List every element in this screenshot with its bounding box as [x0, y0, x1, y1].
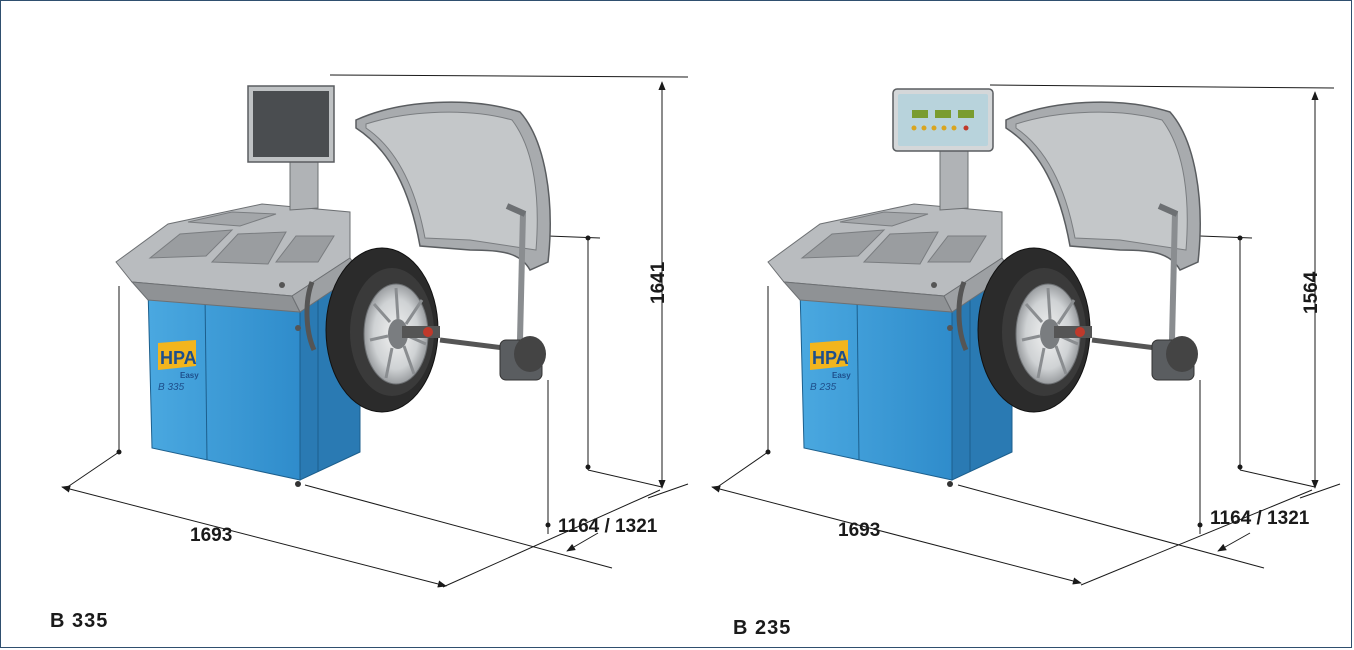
wheel [325, 247, 440, 413]
brand-sub: Easy [832, 371, 851, 380]
width-dimension: 1693 [190, 525, 232, 546]
measuring-arm [1091, 203, 1198, 381]
brand-text: HPA [160, 348, 197, 368]
model-label-b235: B 235 [733, 617, 792, 639]
height-dimension: 1564 [1301, 271, 1322, 314]
height-dimension: 1641 [648, 261, 669, 304]
machine-b235: HPA Easy B 235 [711, 84, 1341, 586]
brand-logo: HPA Easy B 335 [158, 340, 199, 393]
wheel [977, 247, 1092, 413]
wheel-guard-hood [1005, 101, 1201, 271]
dimension-lines [711, 84, 1341, 586]
top-tray [767, 203, 1013, 313]
top-tray [115, 203, 361, 313]
measuring-arm [439, 203, 546, 381]
wheel-guard-hood [355, 101, 551, 271]
brand-logo: HPA Easy B 235 [810, 340, 851, 393]
control-panel [892, 88, 994, 211]
machine-b335: HPA Easy B 335 [61, 74, 689, 588]
brand-text: HPA [812, 348, 849, 368]
depth-dimension: 1164 / 1321 [558, 516, 658, 537]
cabinet-model-text: B 335 [158, 382, 185, 393]
depth-dimension: 1164 / 1321 [1210, 508, 1310, 529]
cabinet-model-text: B 235 [810, 382, 837, 393]
dimension-lines [61, 74, 689, 588]
cabinet [147, 281, 361, 487]
model-label-b335: B 335 [50, 610, 109, 632]
monitor [247, 85, 335, 211]
brand-sub: Easy [180, 371, 199, 380]
width-dimension: 1693 [838, 520, 880, 541]
